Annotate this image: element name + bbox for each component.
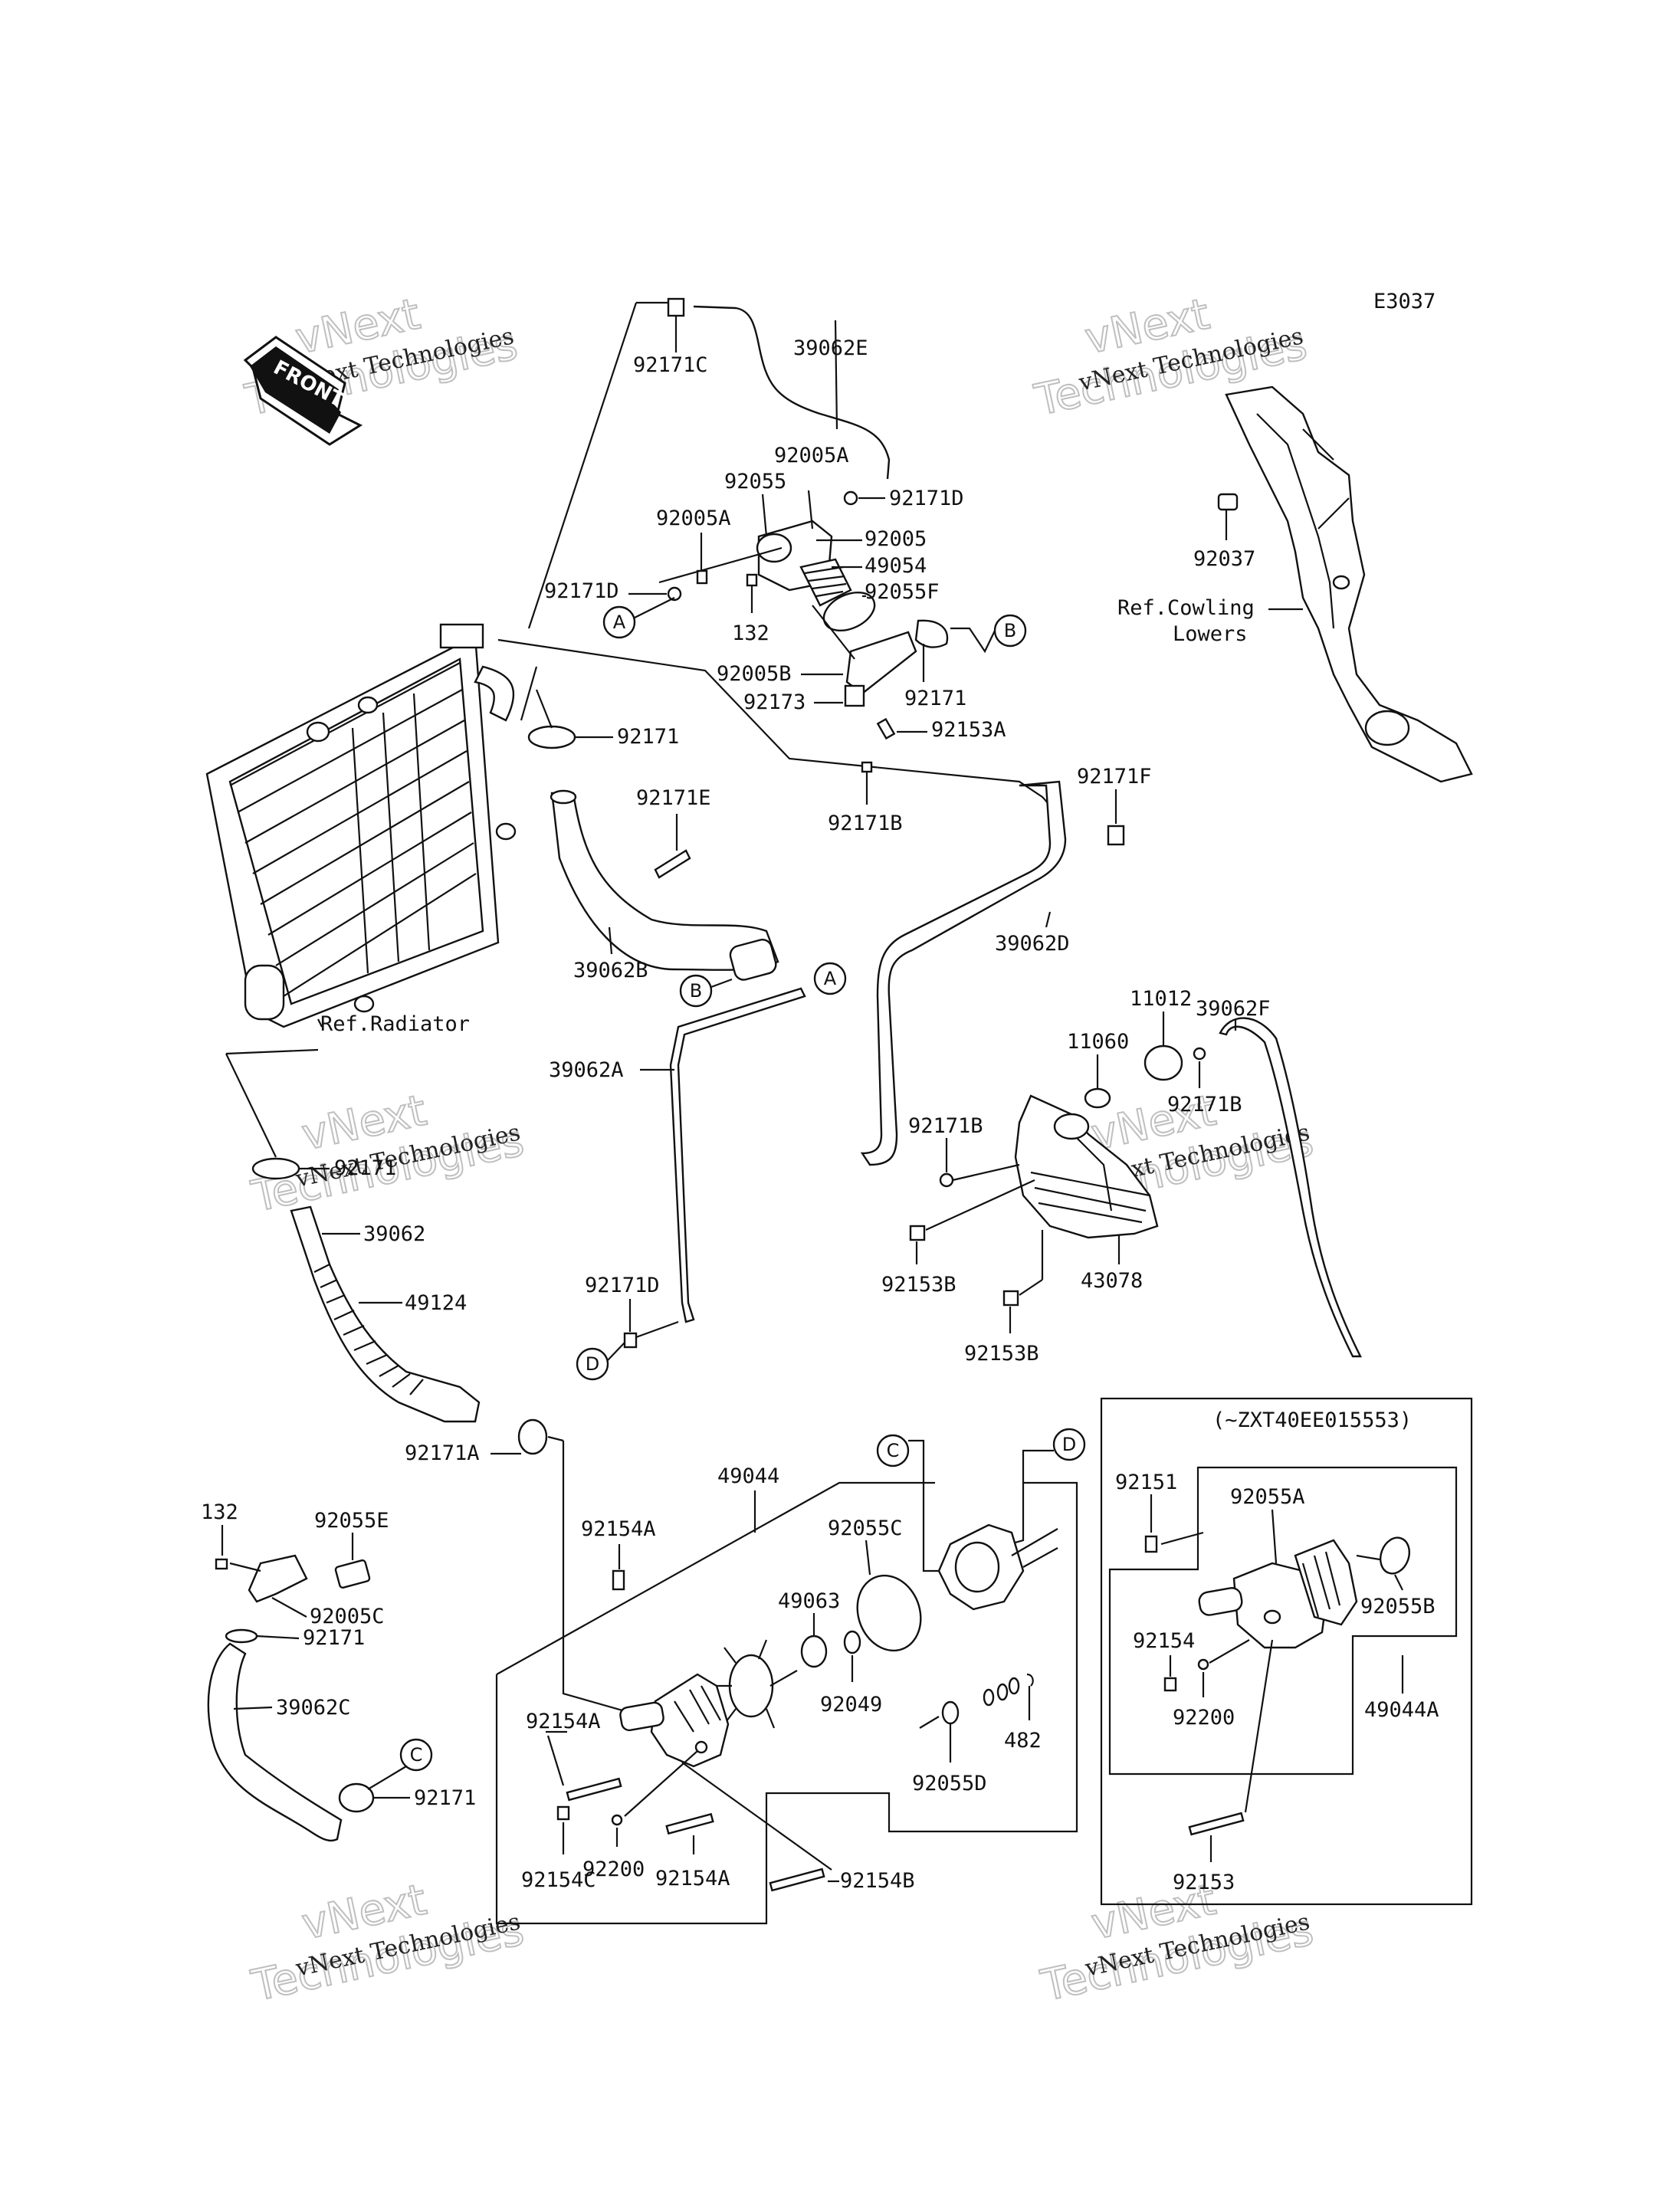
part-92171B-low: 92171B xyxy=(908,1114,983,1138)
inset-box xyxy=(1100,1397,1473,1906)
part-92055: 92055 xyxy=(724,470,786,494)
part-92171-left: 92171 xyxy=(334,1156,396,1180)
part-92200: 92200 xyxy=(582,1858,645,1881)
part-92154B: 92154B xyxy=(840,1869,915,1893)
part-92171E: 92171E xyxy=(636,786,711,810)
part-92154A-top: 92154A xyxy=(581,1517,656,1541)
connector-a-low xyxy=(813,962,847,995)
part-92154C: 92154C xyxy=(521,1868,596,1892)
part-92171F: 92171F xyxy=(1077,765,1152,789)
part-92153: 92153 xyxy=(1173,1871,1235,1894)
connector-d-left-label: D xyxy=(586,1353,599,1375)
part-92151: 92151 xyxy=(1115,1471,1177,1494)
part-39062C: 39062C xyxy=(276,1696,351,1720)
part-49063: 49063 xyxy=(778,1589,840,1613)
connector-d-left xyxy=(576,1347,609,1381)
part-92153B-b: 92153B xyxy=(964,1342,1039,1366)
connector-a-top-label: A xyxy=(613,612,626,633)
part-92171B-mid: 92171B xyxy=(828,812,903,835)
part-39062F: 39062F xyxy=(1196,997,1271,1021)
connector-c-left-label: C xyxy=(410,1744,423,1766)
part-92049: 92049 xyxy=(820,1693,882,1717)
part-92055A: 92055A xyxy=(1230,1485,1305,1509)
cowling-bracket xyxy=(1225,385,1473,783)
water-pump-body xyxy=(619,1673,730,1768)
part-11060: 11060 xyxy=(1067,1030,1129,1054)
part-49124: 49124 xyxy=(405,1291,467,1315)
part-92055C: 92055C xyxy=(828,1517,903,1540)
ref-radiator-label: Ref.Radiator xyxy=(320,1012,470,1036)
part-92055E: 92055E xyxy=(314,1509,389,1533)
part-39062E: 39062E xyxy=(793,336,868,360)
part-132-low: 132 xyxy=(201,1500,238,1524)
part-92005A-left: 92005A xyxy=(656,507,731,530)
part-11012: 11012 xyxy=(1130,987,1192,1011)
water-pump-cover xyxy=(937,1523,1058,1611)
part-39062: 39062 xyxy=(363,1222,425,1246)
part-92171D-low: 92171D xyxy=(585,1274,660,1297)
part-92171C: 92171C xyxy=(633,353,708,377)
thermostat-housing xyxy=(756,520,949,707)
connector-a-low-label: A xyxy=(824,968,837,989)
ref-cowling-label-1: Ref.Cowling xyxy=(1117,596,1255,620)
part-43078: 43078 xyxy=(1081,1269,1143,1293)
connector-c-pump-label: C xyxy=(887,1440,900,1461)
impeller xyxy=(717,1639,798,1729)
part-132-top: 132 xyxy=(732,621,769,645)
part-92171-b: 92171 xyxy=(904,687,966,710)
part-482: 482 xyxy=(1004,1729,1042,1753)
part-92005: 92005 xyxy=(865,527,927,551)
part-92037: 92037 xyxy=(1193,547,1255,571)
front-arrow-icon: FRONT xyxy=(243,336,363,446)
part-92171-hose: 92171 xyxy=(617,725,679,749)
part-92171A: 92171A xyxy=(405,1441,480,1465)
watermark-mid-left: vNext Technologies vNext Technologies xyxy=(247,1085,529,1223)
connector-c-left xyxy=(399,1738,433,1772)
connector-b-low-label: B xyxy=(690,980,702,1002)
connector-c-pump xyxy=(876,1434,910,1467)
watermark-bottom-left: vNext Technologies vNext Technologies xyxy=(247,1874,529,2012)
part-92154A-low: 92154A xyxy=(655,1867,730,1890)
ref-cowling-label-2: Lowers xyxy=(1173,622,1248,646)
connector-b-low xyxy=(679,974,713,1008)
part-92171-c2: 92171 xyxy=(414,1786,476,1810)
part-92171B-res: 92171B xyxy=(1167,1093,1242,1117)
connector-a-top xyxy=(602,605,636,639)
part-49054: 49054 xyxy=(865,554,927,578)
part-92055B: 92055B xyxy=(1360,1595,1436,1618)
diagram-code: E3037 xyxy=(1373,290,1436,313)
part-92153B-a: 92153B xyxy=(881,1273,956,1297)
inset-water-pump xyxy=(1198,1539,1358,1649)
part-92200-inset: 92200 xyxy=(1173,1706,1235,1730)
part-92055D: 92055D xyxy=(912,1772,987,1795)
part-92154A-mid: 92154A xyxy=(526,1710,601,1733)
part-39062A: 39062A xyxy=(549,1058,624,1082)
inset-serial-note: (~ZXT40EE015553) xyxy=(1212,1408,1412,1432)
part-92171D-top: 92171D xyxy=(889,487,964,510)
reservoir-tank xyxy=(1014,1094,1159,1239)
part-92005B: 92005B xyxy=(717,662,792,686)
part-92154: 92154 xyxy=(1133,1629,1195,1653)
part-92173: 92173 xyxy=(743,690,806,714)
connector-d-pump xyxy=(1052,1428,1086,1461)
part-92055F: 92055F xyxy=(865,580,940,604)
part-92153A: 92153A xyxy=(931,718,1006,742)
connector-d-pump-label: D xyxy=(1062,1434,1076,1455)
connector-b-top-label: B xyxy=(1004,620,1016,641)
part-49044: 49044 xyxy=(717,1464,779,1488)
part-49044A: 49044A xyxy=(1364,1698,1439,1722)
radiator xyxy=(205,623,517,1028)
part-39062D: 39062D xyxy=(995,932,1070,956)
part-92171D-left: 92171D xyxy=(544,579,619,603)
part-39062B: 39062B xyxy=(573,959,648,982)
part-92005C: 92005C xyxy=(310,1605,385,1628)
part-92005A-top: 92005A xyxy=(774,444,849,467)
part-92171-c1: 92171 xyxy=(303,1626,365,1650)
